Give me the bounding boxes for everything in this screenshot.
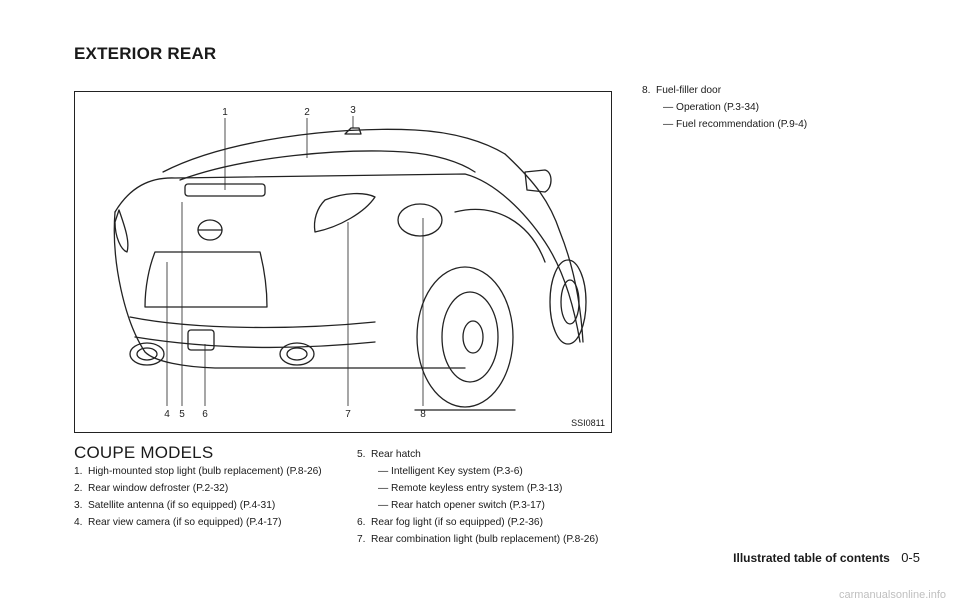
item-text: Rear combination light (bulb replacement…	[371, 534, 599, 545]
list-item: 3. Satellite antenna (if so equipped) (P…	[74, 499, 332, 512]
item-text: Rear fog light (if so equipped) (P.2-36)	[371, 517, 543, 528]
page-footer: Illustrated table of contents 0-5	[733, 550, 920, 565]
watermark: carmanualsonline.info	[838, 589, 946, 601]
item-number: 8.	[642, 85, 651, 96]
sub-item: — Rear hatch opener switch (P.3-17)	[378, 500, 545, 511]
car-rear-illustration: 1 2 3 4 5 6 7 8 SSI0811	[74, 91, 612, 433]
list-item: 5. Rear hatch — Intelligent Key system (…	[357, 448, 615, 512]
sub-item: — Remote keyless entry system (P.3-13)	[378, 483, 563, 494]
item-number: 6.	[357, 517, 366, 528]
sub-item: — Operation (P.3-34)	[663, 102, 760, 113]
item-text: High-mounted stop light (bulb replacemen…	[88, 466, 322, 477]
car-rear-drawing: 1 2 3 4 5 6 7 8	[113, 105, 587, 420]
list-item: 1. High-mounted stop light (bulb replace…	[74, 465, 332, 478]
item-number: 1.	[74, 466, 83, 477]
callout-5: 5	[179, 409, 185, 420]
callout-3: 3	[350, 105, 356, 116]
list-item: 2. Rear window defroster (P.2-32)	[74, 482, 332, 495]
item-text: Rear hatch	[371, 449, 421, 460]
list-item: 7. Rear combination light (bulb replacem…	[357, 533, 615, 546]
page-number: 0-5	[901, 550, 920, 565]
section-heading: COUPE MODELS	[74, 443, 214, 462]
item-list-left: 1. High-mounted stop light (bulb replace…	[74, 465, 332, 533]
callout-1: 1	[222, 107, 228, 118]
sub-item: — Fuel recommendation (P.9-4)	[663, 119, 808, 130]
footer-label: Illustrated table of contents	[733, 551, 890, 565]
sub-item: — Intelligent Key system (P.3-6)	[378, 466, 523, 477]
item-list-middle: 5. Rear hatch — Intelligent Key system (…	[357, 448, 615, 550]
callout-7: 7	[345, 409, 351, 420]
figure-code: SSI0811	[571, 418, 605, 428]
item-list-right: 8. Fuel-filler door — Operation (P.3-34)…	[642, 84, 902, 135]
callout-4: 4	[164, 409, 170, 420]
page-title: EXTERIOR REAR	[74, 44, 217, 63]
item-text: Satellite antenna (if so equipped) (P.4-…	[88, 500, 276, 511]
item-text: Rear window defroster (P.2-32)	[88, 483, 229, 494]
item-number: 4.	[74, 517, 83, 528]
item-number: 2.	[74, 483, 83, 494]
list-item: 6. Rear fog light (if so equipped) (P.2-…	[357, 516, 615, 529]
item-text: Fuel-filler door	[656, 85, 722, 96]
item-text: Rear view camera (if so equipped) (P.4-1…	[88, 517, 282, 528]
callout-8: 8	[420, 409, 426, 420]
callout-6: 6	[202, 409, 208, 420]
list-item: 8. Fuel-filler door — Operation (P.3-34)…	[642, 84, 902, 131]
list-item: 4. Rear view camera (if so equipped) (P.…	[74, 516, 332, 529]
callout-2: 2	[304, 107, 310, 118]
item-number: 3.	[74, 500, 83, 511]
item-number: 7.	[357, 534, 366, 545]
item-number: 5.	[357, 449, 366, 460]
